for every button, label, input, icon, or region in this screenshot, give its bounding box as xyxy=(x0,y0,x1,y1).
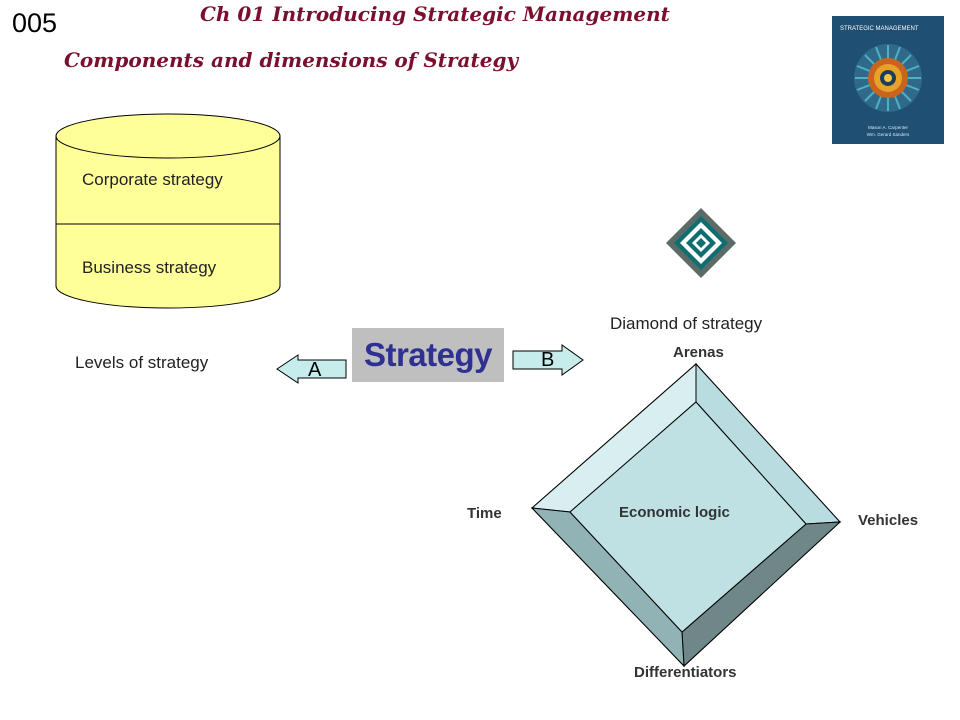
left-arrow-a xyxy=(276,354,347,384)
slide-number: 005 xyxy=(12,8,58,38)
book-cover-author-2: Wm. Gerard Sanders xyxy=(867,132,910,137)
book-cover-image: STRATEGIC MANAGEMENT Mason A. Carpenter … xyxy=(832,16,944,144)
economic-logic-face xyxy=(569,401,807,633)
chapter-title: Ch 01 Introducing Strategic Management xyxy=(200,2,670,26)
diamond-logo-icon xyxy=(666,208,736,278)
levels-cylinder xyxy=(55,113,281,309)
levels-of-strategy-caption: Levels of strategy xyxy=(75,353,209,372)
strategy-box: Strategy xyxy=(352,328,504,382)
strategy-diamond-diagram xyxy=(530,362,842,668)
economic-logic-label: Economic logic xyxy=(619,504,730,521)
slide-subtitle: Components and dimensions of Strategy xyxy=(64,48,519,72)
differentiators-label: Differentiators xyxy=(634,664,737,681)
arenas-label: Arenas xyxy=(673,344,724,361)
right-arrow-b xyxy=(512,344,584,376)
book-cover-title: STRATEGIC MANAGEMENT xyxy=(840,26,919,32)
corporate-strategy-label: Corporate strategy xyxy=(82,170,223,189)
vehicles-label: Vehicles xyxy=(858,512,919,529)
diamond-of-strategy-caption: Diamond of strategy xyxy=(610,314,763,333)
business-strategy-label: Business strategy xyxy=(82,258,217,277)
arrow-b-label: B xyxy=(541,349,555,371)
arrow-a-label: A xyxy=(308,359,322,381)
book-cover-author-1: Mason A. Carpenter xyxy=(868,125,909,130)
time-label: Time xyxy=(467,505,502,522)
